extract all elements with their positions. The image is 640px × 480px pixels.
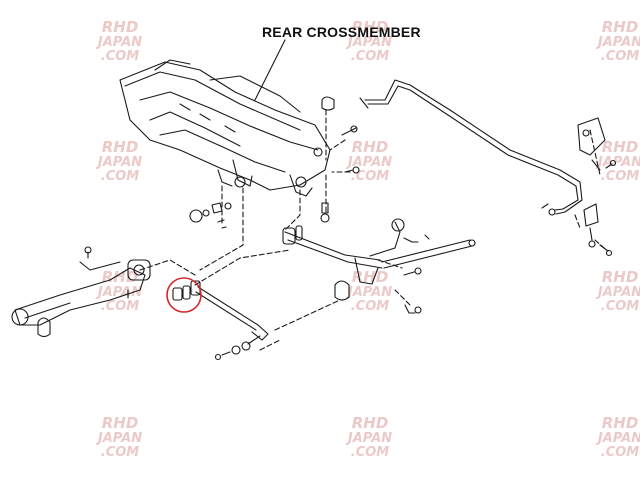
watermark-text: .COM: [101, 299, 140, 314]
lower-link-rod: [190, 280, 269, 361]
watermark-text: JAPAN: [95, 431, 142, 446]
watermark-text: JAPAN: [595, 285, 640, 300]
stabilizer-link-bracket: [577, 117, 617, 257]
watermark-text: JAPAN: [345, 431, 392, 446]
watermark-text: .COM: [601, 49, 640, 64]
watermark-text: RHD: [602, 268, 639, 286]
watermark-text: RHD: [102, 18, 139, 36]
watermark-text: RHD: [352, 268, 389, 286]
watermark-text: JAPAN: [595, 431, 640, 446]
lateral-link-assembly: [282, 218, 476, 314]
watermark-text: RHD: [602, 138, 639, 156]
watermark-text: RHD: [352, 414, 389, 432]
watermark-text: RHD: [602, 18, 639, 36]
watermark-text: .COM: [101, 169, 140, 184]
watermark-text: .COM: [601, 445, 640, 460]
left-lower-arm: [11, 246, 151, 338]
stabilizer-bar: [359, 79, 583, 216]
title-leader-line: [254, 39, 286, 101]
watermark-text: RHD: [102, 414, 139, 432]
diagram-title: REAR CROSSMEMBER: [262, 24, 421, 40]
crossmember-bolts: [189, 96, 360, 229]
watermark-text: JAPAN: [345, 285, 392, 300]
watermark-text: RHD: [602, 414, 639, 432]
watermark-text: .COM: [351, 49, 390, 64]
watermark-text: .COM: [601, 299, 640, 314]
watermark-text: JAPAN: [95, 155, 142, 170]
watermark-text: RHD: [102, 268, 139, 286]
watermark-text: JAPAN: [595, 35, 640, 50]
watermark-text: .COM: [351, 445, 390, 460]
watermark-text: JAPAN: [95, 285, 142, 300]
watermark-text: RHD: [352, 18, 389, 36]
watermark-text: .COM: [601, 169, 640, 184]
watermark-text: .COM: [351, 169, 390, 184]
watermark-text: RHD: [352, 138, 389, 156]
highlight-circle: [166, 277, 202, 313]
watermark-text: JAPAN: [595, 155, 640, 170]
watermark-text: JAPAN: [345, 35, 392, 50]
rear-crossmember: [119, 59, 331, 197]
watermark-text: .COM: [101, 49, 140, 64]
watermark-text: RHD: [102, 138, 139, 156]
watermark-text: JAPAN: [345, 155, 392, 170]
watermark-text: JAPAN: [95, 35, 142, 50]
watermark-text: .COM: [351, 299, 390, 314]
watermark-text: .COM: [101, 445, 140, 460]
highlighted-bushing: [172, 285, 191, 301]
